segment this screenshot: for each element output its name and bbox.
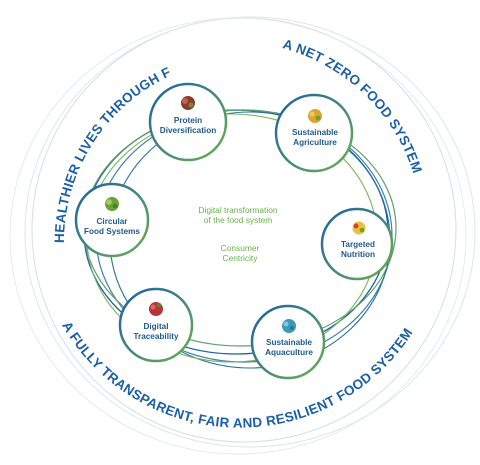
outer-label-bottom: A FULLY TRANSPARENT, FAIR AND RESILIENT … — [59, 319, 415, 431]
node-protein-line-1: Protein — [174, 116, 202, 125]
center-line-4: Centricity — [223, 253, 259, 263]
node-circular-line-1: Circular — [97, 217, 129, 226]
node-agriculture: Sustainable Agriculture — [274, 93, 354, 173]
node-nutrition-line-1: Targeted — [341, 240, 375, 249]
center-text: Digital transformation of the food syste… — [198, 205, 277, 263]
fruit-icon — [352, 221, 366, 235]
node-traceability-line-1: Digital — [143, 322, 168, 331]
node-traceability-line-2: Traceability — [133, 332, 179, 341]
center-line-1: Digital transformation — [198, 205, 277, 215]
cabbage-icon — [105, 197, 119, 211]
center-line-2: of the food system — [204, 215, 272, 225]
node-traceability: Digital Traceability — [118, 287, 194, 363]
node-nutrition: Targeted Nutrition — [320, 207, 394, 281]
node-circular: Circular Food Systems — [74, 182, 150, 258]
node-circular-line-2: Food Systems — [84, 227, 140, 236]
node-nutrition-line-2: Nutrition — [341, 250, 375, 259]
crops-icon — [308, 109, 322, 123]
meat-icon — [181, 96, 195, 110]
center-line-3: Consumer — [221, 243, 260, 253]
water-icon — [282, 319, 296, 333]
berry-icon — [149, 302, 163, 316]
outer-rings — [9, 16, 476, 455]
node-aquaculture: Sustainable Aquaculture — [250, 304, 326, 380]
node-protein: Protein Diversification — [148, 82, 228, 162]
node-aquaculture-line-1: Sustainable — [266, 338, 312, 347]
node-agriculture-line-2: Agriculture — [293, 138, 337, 147]
node-protein-line-2: Diversification — [160, 126, 216, 135]
node-agriculture-line-1: Sustainable — [292, 128, 338, 137]
node-aquaculture-line-2: Aquaculture — [265, 348, 313, 357]
